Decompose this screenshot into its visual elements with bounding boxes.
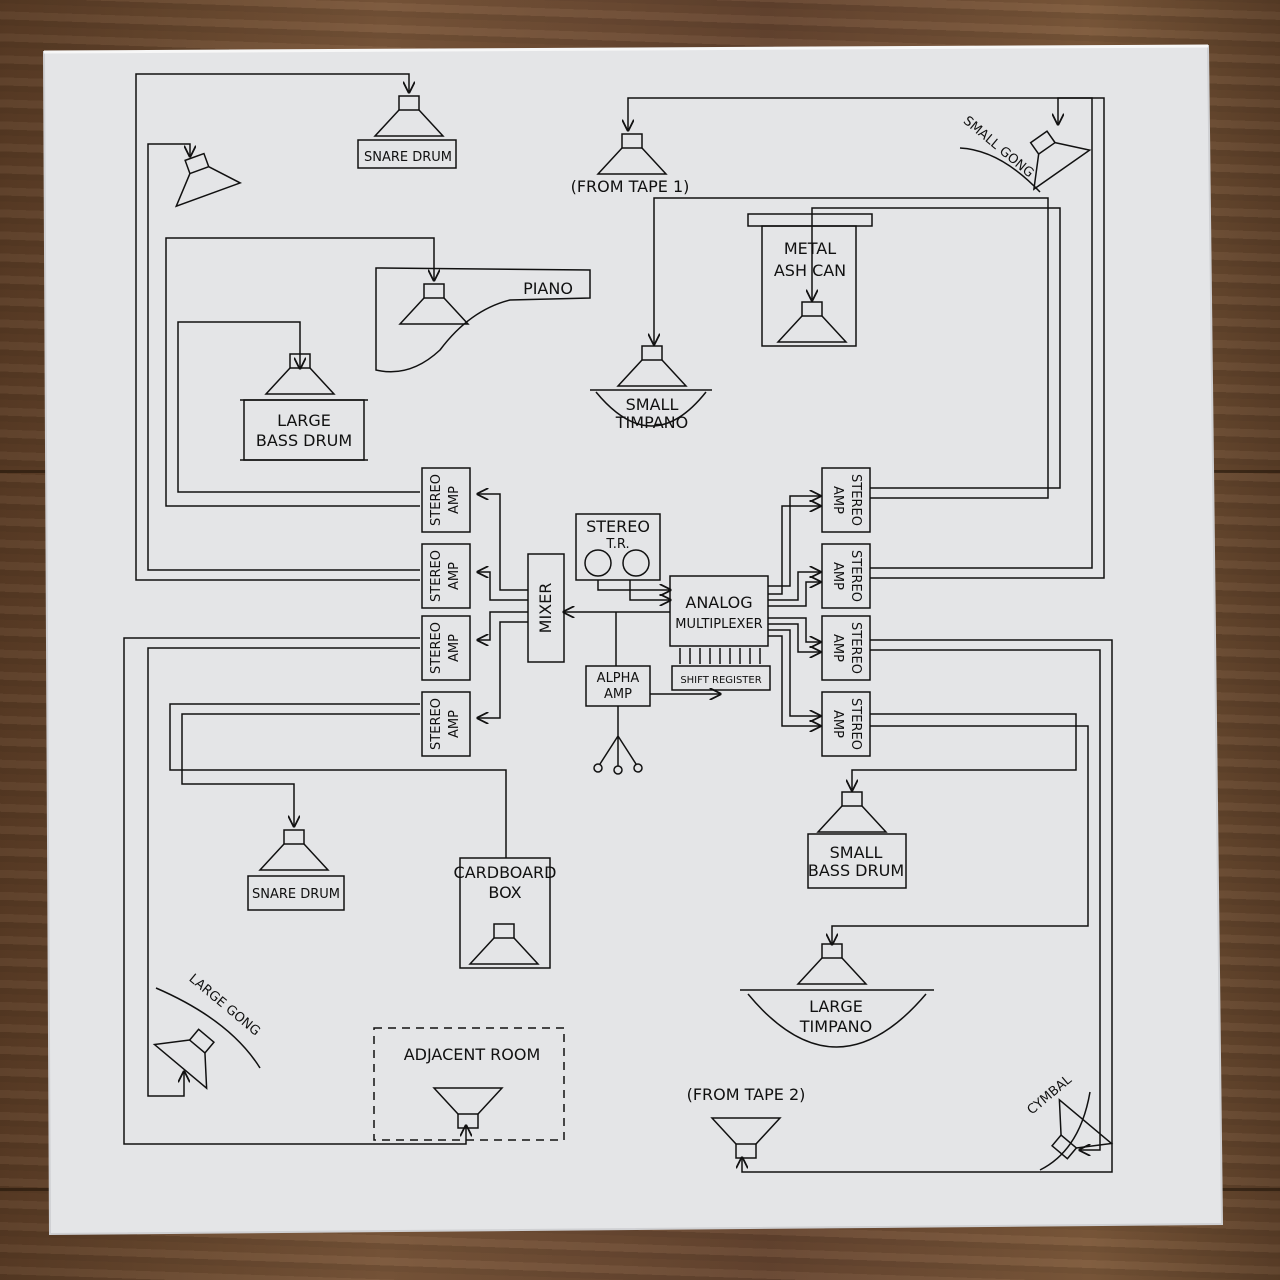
stereo-amp-left-1 [421, 467, 471, 533]
stereo-amp-left-2 [421, 543, 471, 609]
mixer-box [527, 553, 565, 663]
stereo-amp-right-4 [821, 691, 871, 757]
adjacent-room [373, 1027, 565, 1141]
small-bass-drum [807, 833, 907, 889]
stereo-tape-recorder [575, 513, 661, 581]
label-amp-l1-a: STEREO [429, 474, 444, 526]
label-large-bass-drum-1: LARGE [277, 411, 331, 430]
label-alpha-amp-2: AMP [604, 687, 632, 702]
label-large-bass-drum-2: BASS DRUM [256, 431, 352, 450]
label-amp-r1-a: STEREO [848, 474, 863, 526]
label-stereo-tr-1: STEREO [586, 517, 650, 536]
label-analog-multiplexer-1: ANALOG [685, 593, 752, 612]
label-amp-r1-b: AMP [830, 486, 845, 514]
label-alpha-amp-1: ALPHA [597, 671, 640, 686]
label-from-tape-1: (FROM TAPE 1) [571, 177, 690, 196]
label-amp-l4-a: STEREO [429, 698, 444, 750]
stereo-amp-left-4 [421, 691, 471, 757]
label-large-timpano-1: LARGE [809, 997, 863, 1016]
label-shift-register: SHIFT REGISTER [680, 675, 761, 686]
label-small-timpano-1: SMALL [626, 395, 679, 414]
label-stereo-tr-2: T.R. [605, 537, 629, 552]
small-timpano [590, 389, 712, 427]
label-amp-r4-b: AMP [830, 710, 845, 738]
label-snare-drum-bottom: SNARE DRUM [252, 887, 340, 902]
snare-drum-bottom [247, 875, 345, 911]
label-amp-r3-b: AMP [830, 634, 845, 662]
label-snare-drum-top: SNARE DRUM [364, 150, 452, 165]
stereo-amp-right-1 [821, 467, 871, 533]
snare-drum-top [357, 139, 457, 169]
shift-register-box [671, 665, 771, 691]
label-large-timpano-2: TIMPANO [799, 1017, 872, 1036]
label-cardboard-box-1: CARDBOARD [454, 863, 557, 882]
stereo-amp-right-2 [821, 543, 871, 609]
stereo-amp-left-3 [421, 615, 471, 681]
label-small-bass-drum-1: SMALL [830, 843, 883, 862]
label-amp-l3-a: STEREO [429, 622, 444, 674]
large-timpano [740, 989, 934, 1048]
label-analog-multiplexer-2: MULTIPLEXER [675, 617, 762, 632]
metal-ash-can [761, 225, 857, 347]
label-amp-r3-a: STEREO [848, 622, 863, 674]
label-amp-r2-b: AMP [830, 562, 845, 590]
label-from-tape-2: (FROM TAPE 2) [687, 1085, 806, 1104]
label-amp-l2-b: AMP [447, 562, 462, 590]
analog-multiplexer-box [669, 575, 769, 647]
label-amp-r2-a: STEREO [848, 550, 863, 602]
label-adjacent-room: ADJACENT ROOM [404, 1045, 541, 1064]
label-piano: PIANO [523, 279, 573, 298]
label-mixer: MIXER [536, 583, 555, 634]
label-metal-ash-can-2: ASH CAN [774, 261, 846, 280]
label-small-bass-drum-2: BASS DRUM [808, 861, 904, 880]
label-amp-l4-b: AMP [447, 710, 462, 738]
label-cardboard-box-2: BOX [488, 883, 521, 902]
label-amp-r4-a: STEREO [848, 698, 863, 750]
stereo-amp-right-3 [821, 615, 871, 681]
label-amp-l1-b: AMP [447, 486, 462, 514]
piano-outline [375, 267, 591, 373]
label-metal-ash-can-1: METAL [784, 239, 836, 258]
cardboard-box [459, 857, 551, 969]
label-amp-l3-b: AMP [447, 634, 462, 662]
label-small-timpano-2: TIMPANO [615, 413, 688, 432]
label-amp-l2-a: STEREO [429, 550, 444, 602]
